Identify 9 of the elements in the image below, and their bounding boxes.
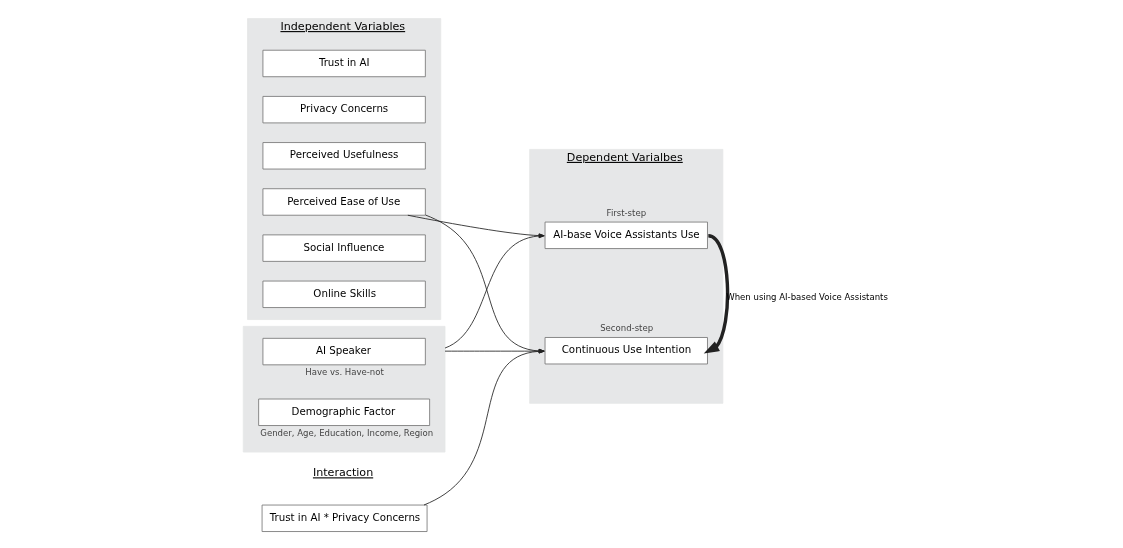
arrow — [423, 349, 545, 506]
node-label: First-step — [606, 208, 647, 219]
node-label: Gender, Age, Education, Income, Region — [260, 427, 434, 438]
label: Interaction — [312, 466, 374, 480]
arrow — [444, 348, 545, 354]
node-label: Second-step — [600, 323, 654, 334]
arrow — [703, 234, 730, 354]
cluster — [242, 325, 446, 453]
node-label: Have vs. Have-not — [305, 367, 384, 378]
